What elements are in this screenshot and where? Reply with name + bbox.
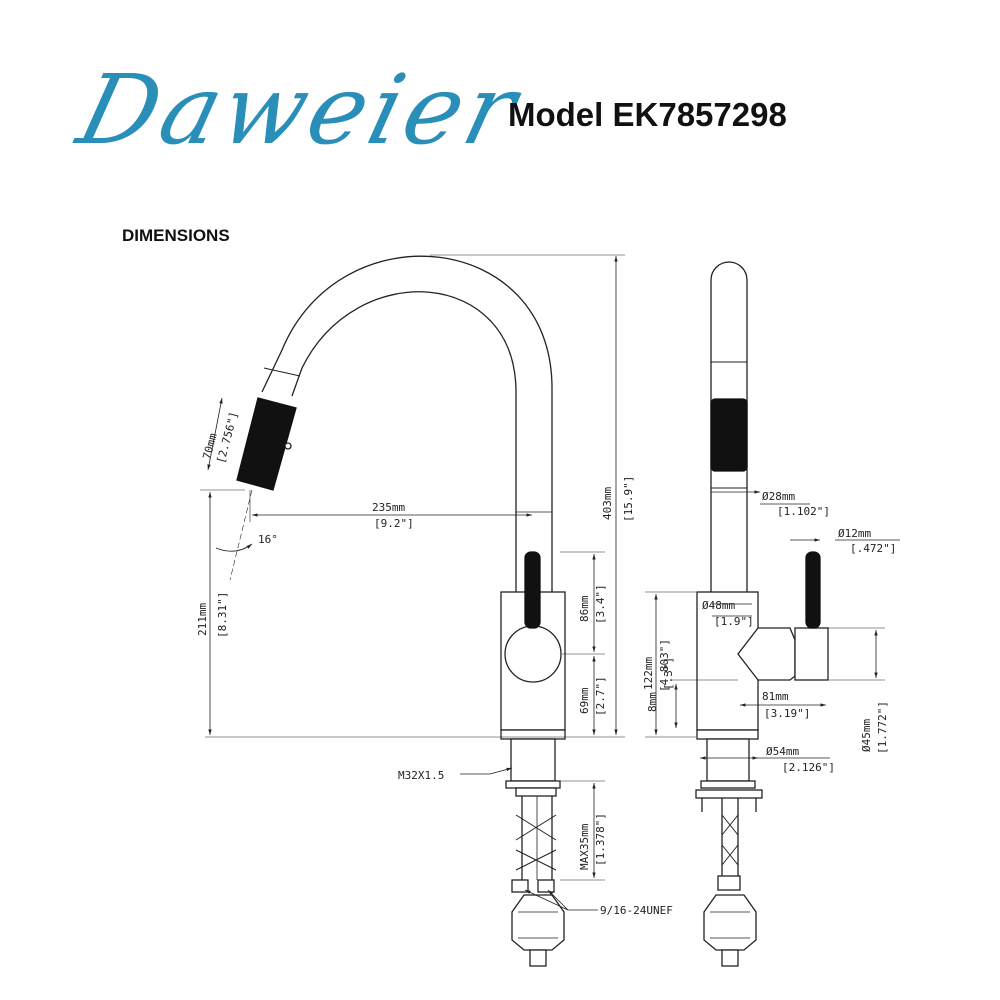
hub-length-mm: 81mm xyxy=(762,690,789,703)
max-thickness-in: [1.378"] xyxy=(594,813,607,866)
front-dimensions xyxy=(645,490,900,760)
body-height-in: [4.803"] xyxy=(658,639,671,692)
base-diameter-in: [2.126"] xyxy=(782,761,835,774)
section-title: DIMENSIONS xyxy=(122,226,230,245)
side-view xyxy=(236,255,566,967)
side-lever xyxy=(524,551,541,629)
height-mm: 403mm xyxy=(601,487,614,520)
gap-in: [.3"] xyxy=(662,657,675,690)
mount-thread: M32X1.5 xyxy=(398,769,444,782)
max-thickness-mm: MAX35mm xyxy=(578,823,591,870)
front-lever xyxy=(805,551,821,629)
spout-height-mm: 211mm xyxy=(196,603,209,636)
front-spray-head xyxy=(710,398,748,472)
handle-height-in: [3.4"] xyxy=(594,584,607,624)
body-height-mm: 122mm xyxy=(642,657,655,690)
hub-diameter-in: [1.772"] xyxy=(876,701,889,754)
lever-diameter-mm: Ø12mm xyxy=(838,527,871,540)
hose-thread: 9/16-24UNEF xyxy=(600,904,673,917)
side-spray-button xyxy=(284,442,292,450)
lower-height-mm: 69mm xyxy=(578,687,591,714)
lower-height-in: [2.7"] xyxy=(594,676,607,716)
side-spout-outer xyxy=(261,255,553,512)
model-title: Model EK7857298 xyxy=(508,96,787,133)
body-diameter-mm: Ø48mm xyxy=(702,599,735,612)
spout-diameter-mm: Ø28mm xyxy=(762,490,795,503)
hub-length-in: [3.19"] xyxy=(764,707,810,720)
front-dimension-labels: Ø28mm [1.102"] Ø12mm [.472"] Ø48mm [1.9"… xyxy=(642,490,896,774)
hub-diameter-mm: Ø45mm xyxy=(860,719,873,752)
lever-diameter-in: [.472"] xyxy=(850,542,896,555)
reach-mm: 235mm xyxy=(372,501,405,514)
side-dimensions xyxy=(200,254,625,911)
reach-in: [9.2"] xyxy=(374,517,414,530)
spout-diameter-in: [1.102"] xyxy=(777,505,830,518)
front-hub xyxy=(737,627,796,681)
height-in: [15.9"] xyxy=(622,476,635,522)
spray-angle: 16° xyxy=(258,533,278,546)
side-hub xyxy=(504,625,562,683)
gap-mm: 8mm xyxy=(646,692,659,712)
front-view xyxy=(695,261,829,967)
body-diameter-in: [1.9"] xyxy=(714,615,754,628)
base-diameter-mm: Ø54mm xyxy=(766,745,799,758)
handle-height-mm: 86mm xyxy=(578,595,591,622)
front-spout xyxy=(710,261,748,592)
side-spout-inner xyxy=(291,291,517,512)
side-spray-head xyxy=(236,397,297,491)
spout-height-in: [8.31"] xyxy=(216,592,229,638)
